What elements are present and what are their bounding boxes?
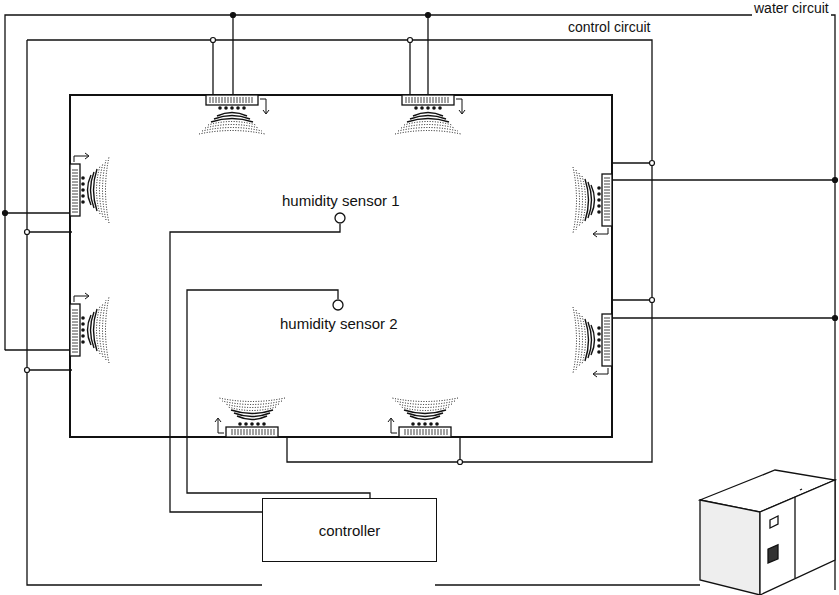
- controller-box: controller: [262, 498, 437, 562]
- control-wire: [612, 299, 652, 300]
- control-wire: [612, 162, 652, 163]
- sensor-label: humidity sensor 2: [278, 315, 400, 332]
- water-pipe: [232, 15, 233, 96]
- circuit-label: water circuit: [752, 0, 831, 16]
- humidity-sensor: humidity sensor 1: [280, 192, 402, 209]
- spray-nozzle: [573, 307, 612, 377]
- control-wire: [435, 584, 700, 585]
- sensor-cable: [170, 224, 355, 512]
- control-wire: [212, 40, 213, 96]
- control-wire: [27, 231, 72, 232]
- control-wire: [27, 369, 72, 370]
- spray-nozzle: [395, 95, 465, 134]
- control-wire: [287, 437, 460, 462]
- water-treatment-unit: [700, 470, 835, 595]
- box-label: controller: [317, 522, 383, 539]
- spray-nozzle: [573, 167, 612, 237]
- sensor-label: humidity sensor 1: [280, 192, 402, 209]
- control-wire: [409, 40, 410, 96]
- spray-nozzle: [199, 95, 269, 134]
- spray-nozzle: [70, 293, 109, 363]
- spray-nozzle: [215, 398, 285, 437]
- water-pipe: [612, 179, 835, 180]
- water-pipe: [5, 212, 72, 213]
- humidity-sensor: humidity sensor 2: [278, 299, 400, 332]
- control-wire: [27, 40, 262, 585]
- room-outline: [70, 95, 612, 437]
- water-pipe: [5, 349, 72, 350]
- sensor-symbol: [334, 212, 346, 224]
- water-pipe: [427, 15, 428, 96]
- spray-nozzle: [388, 398, 458, 437]
- water-pipe: [612, 317, 835, 318]
- control-wire: [27, 40, 652, 462]
- spray-nozzle: [70, 153, 109, 223]
- sensor-symbol: [332, 299, 344, 311]
- circuit-label: control circuit: [566, 19, 652, 35]
